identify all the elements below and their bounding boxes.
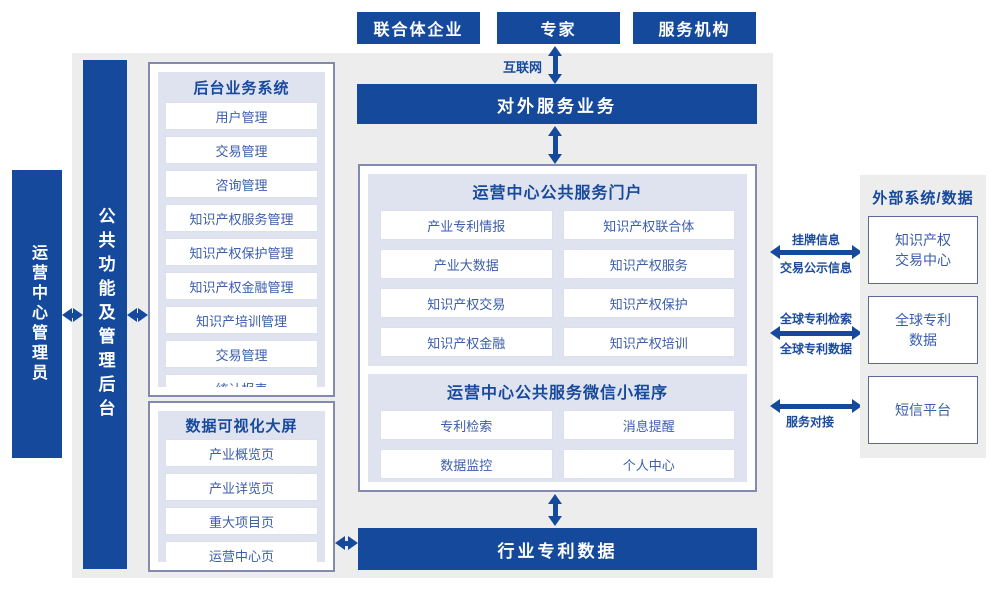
- actor-box-service-org: 服务机构: [633, 12, 756, 44]
- list-item: 知识产权保护管理: [165, 238, 318, 266]
- external-box-sms-platform: 短信平台: [868, 376, 978, 444]
- double-arrow-vertical-icon: [547, 46, 563, 84]
- backend-system-panel: 后台业务系统 用户管理 交易管理 咨询管理 知识产权服务管理 知识产权保护管理 …: [148, 62, 335, 397]
- list-item: 专利检索: [380, 410, 553, 440]
- list-item: 统计报表: [165, 374, 318, 387]
- list-item: 产业概览页: [165, 439, 318, 467]
- list-item: 用户管理: [165, 102, 318, 130]
- panel-title: 运营中心公共服务微信小程序: [446, 385, 668, 402]
- trade-publicity-label: 交易公示信息: [779, 261, 852, 275]
- external-box-global-patent-data: 全球专利 数据: [868, 296, 978, 364]
- list-item: 知识产权交易: [380, 288, 553, 318]
- list-item: 个人中心: [562, 449, 735, 479]
- double-arrow-vertical-icon: [547, 126, 563, 164]
- external-systems-panel: 外部系统/数据 知识产权 交易中心 全球专利 数据 短信平台: [860, 175, 986, 458]
- list-item: 消息提醒: [562, 410, 735, 440]
- list-item: 知识产权联合体: [562, 210, 735, 240]
- double-arrow-vertical-icon: [547, 494, 563, 526]
- operations-center-panel: 运营中心公共服务门户 产业专利情报 知识产权联合体 产业大数据 知识产权服务 知…: [358, 164, 757, 492]
- data-visualization-panel: 数据可视化大屏 产业概览页 产业详览页 重大项目页 运营中心页: [148, 401, 335, 572]
- list-item: 交易管理: [165, 136, 318, 164]
- service-connection-label: 服务对接: [785, 415, 834, 429]
- list-item: 交易管理: [165, 340, 318, 368]
- list-item: 运营中心页: [165, 541, 318, 562]
- list-item: 产业专利情报: [380, 210, 553, 240]
- list-item: 咨询管理: [165, 170, 318, 198]
- listing-info-label: 挂牌信息: [791, 233, 840, 247]
- double-arrow-horizontal-icon: [335, 535, 358, 551]
- list-item: 重大项目页: [165, 507, 318, 535]
- double-arrow-horizontal-icon: [770, 325, 862, 341]
- actor-box-expert: 专家: [497, 12, 620, 44]
- list-item: 产业大数据: [380, 249, 553, 279]
- actor-box-consortium: 联合体企业: [357, 12, 480, 44]
- external-box-ip-trade-center: 知识产权 交易中心: [868, 216, 978, 284]
- list-item: 知识产权金融管理: [165, 272, 318, 300]
- external-service-bar: 对外服务业务: [357, 84, 757, 124]
- list-item: 产业详览页: [165, 473, 318, 501]
- external-box-line: 短信平台: [895, 402, 951, 418]
- wechat-miniapp-panel: 运营中心公共服务微信小程序 专利检索 消息提醒 数据监控 个人中心: [368, 374, 747, 482]
- global-patent-data-label: 全球专利数据: [779, 342, 852, 356]
- list-item: 数据监控: [380, 449, 553, 479]
- double-arrow-horizontal-icon: [127, 307, 148, 323]
- public-functions-bar: 公共功能及管理后台: [83, 60, 127, 569]
- external-box-line: 交易中心: [895, 252, 951, 268]
- list-item: 知识产权服务: [562, 249, 735, 279]
- double-arrow-horizontal-icon: [770, 244, 862, 260]
- panel-title: 数据可视化大屏: [185, 418, 298, 435]
- list-item: 知识产权保护: [562, 288, 735, 318]
- global-patent-search-label: 全球专利检索: [779, 312, 852, 326]
- double-arrow-horizontal-icon: [770, 398, 862, 414]
- industry-patent-data-bar: 行业专利数据: [358, 528, 757, 570]
- panel-title: 运营中心公共服务门户: [472, 185, 643, 202]
- double-arrow-horizontal-icon: [62, 307, 83, 323]
- external-box-line: 知识产权: [895, 232, 951, 248]
- panel-title: 外部系统/数据: [872, 190, 974, 207]
- list-item: 知识产权培训: [562, 327, 735, 357]
- list-item: 知识产权服务管理: [165, 204, 318, 232]
- list-item: 知识产培训管理: [165, 306, 318, 334]
- panel-title: 后台业务系统: [193, 80, 290, 97]
- external-box-line: 全球专利: [895, 312, 951, 328]
- operations-admin-bar: 运营中心管理员: [12, 170, 62, 458]
- public-service-portal: 运营中心公共服务门户 产业专利情报 知识产权联合体 产业大数据 知识产权服务 知…: [368, 174, 747, 366]
- list-item: 知识产权金融: [380, 327, 553, 357]
- external-box-line: 数据: [909, 332, 937, 348]
- internet-label: 互联网: [502, 60, 542, 75]
